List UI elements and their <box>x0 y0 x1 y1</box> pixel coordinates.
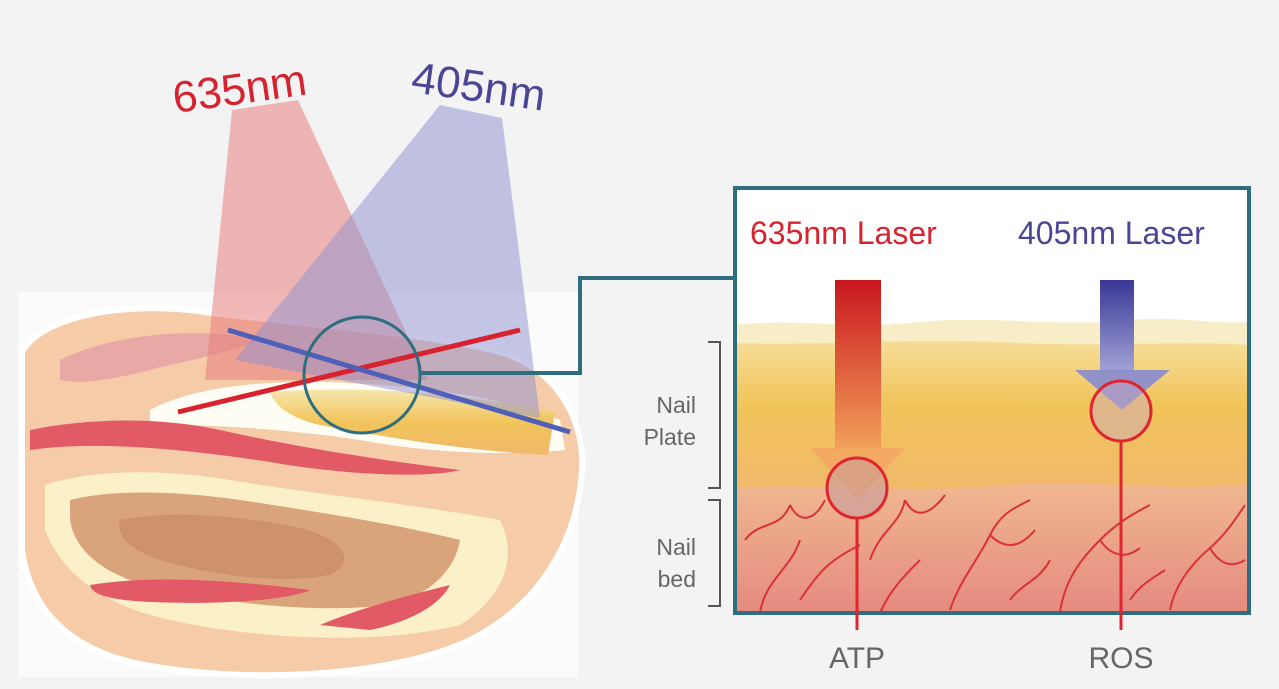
nail-plate-label-line1: Nail <box>656 392 696 418</box>
capillaries <box>744 494 1246 613</box>
ros-target-circle <box>1089 379 1153 443</box>
inset-panel <box>733 186 1251 630</box>
blue-laser-line <box>227 327 571 435</box>
inset-frame <box>733 186 1251 615</box>
blue-laser-label: 405nm Laser <box>1018 215 1205 251</box>
blue-laser-arrow-shaft <box>1100 280 1134 372</box>
ros-label: ROS <box>1088 642 1153 675</box>
connector-line <box>420 276 735 375</box>
blue-beam-cone <box>235 105 540 418</box>
nail-plate-label-line2: Plate <box>644 424 696 450</box>
nail-bed-layer <box>735 483 1249 613</box>
nail-plate-layer <box>735 318 1249 490</box>
nail-bed-label-line1: Nail <box>656 534 696 560</box>
light-beams <box>177 100 735 435</box>
nail-plate-bracket <box>708 341 721 489</box>
red-laser-label: 635nm Laser <box>750 215 937 251</box>
atp-target-circle <box>825 456 889 520</box>
nail-bed-label-line2: bed <box>658 566 696 592</box>
dermis-band-upper <box>30 420 460 475</box>
blue-laser-arrow-head <box>1075 370 1170 410</box>
dermis-band-tip <box>320 585 450 630</box>
dermis-band-lower <box>90 579 310 603</box>
red-laser-line <box>177 327 521 415</box>
red-laser-arrow-shaft <box>835 280 881 450</box>
blue-wavelength-label: 405nm <box>409 53 549 120</box>
atp-label: ATP <box>829 642 885 675</box>
bone-marrow <box>119 514 345 580</box>
nail-bed-bracket <box>708 499 721 607</box>
